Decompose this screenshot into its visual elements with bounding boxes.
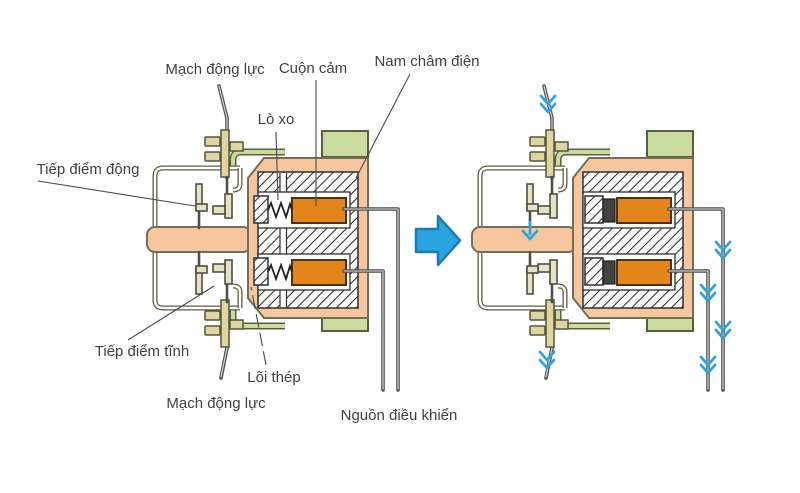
annotations: Mạch động lực Cuộn cảm Nam châm điện Lò … (37, 53, 480, 424)
air-gap (280, 173, 287, 307)
leader-iron-core (250, 286, 267, 366)
flow-arrow-top-terminal-icon (539, 94, 557, 114)
transition-arrow-icon (414, 214, 462, 267)
leader-electromagnet (355, 73, 411, 179)
armature-core-bump-bottom (253, 257, 269, 286)
spring-bottom (267, 262, 293, 282)
label-control-source: Nguồn điều khiển (341, 407, 458, 424)
spring-top-compressed (602, 198, 616, 223)
label-static-contact: Tiếp điểm tĩnh (95, 343, 190, 360)
flow-arrow-control-left-2-icon (699, 355, 717, 375)
spring-top (267, 200, 293, 220)
flow-arrow-contact-bridge-icon (521, 220, 539, 241)
spring-bottom-compressed (602, 260, 616, 285)
armature-core-bump-top (584, 195, 604, 224)
label-iron-core: Lõi thép (247, 369, 300, 386)
label-moving-contact: Tiếp điểm động (37, 161, 140, 178)
leader-spring (275, 131, 279, 201)
label-power-circuit-top: Mạch động lực (165, 61, 265, 78)
contactor-open-state (147, 84, 400, 392)
label-power-circuit-bottom: Mạch động lực (166, 395, 266, 412)
armature-core-bump-top (253, 195, 269, 224)
contactor-closed-state (472, 84, 732, 392)
label-electromagnet: Nam châm điện (374, 53, 479, 70)
armature-core-bump-bottom (584, 257, 604, 286)
flow-arrow-control-right-1-icon (714, 240, 732, 260)
flow-arrow-control-right-2-icon (714, 320, 732, 340)
label-coil: Cuộn cảm (279, 60, 347, 77)
label-spring: Lò xo (258, 111, 295, 128)
leader-static-contact (127, 285, 215, 341)
flow-arrow-control-left-1-icon (699, 283, 717, 303)
leader-moving-contact (37, 180, 196, 207)
flow-arrow-bottom-terminal-icon (538, 350, 556, 370)
